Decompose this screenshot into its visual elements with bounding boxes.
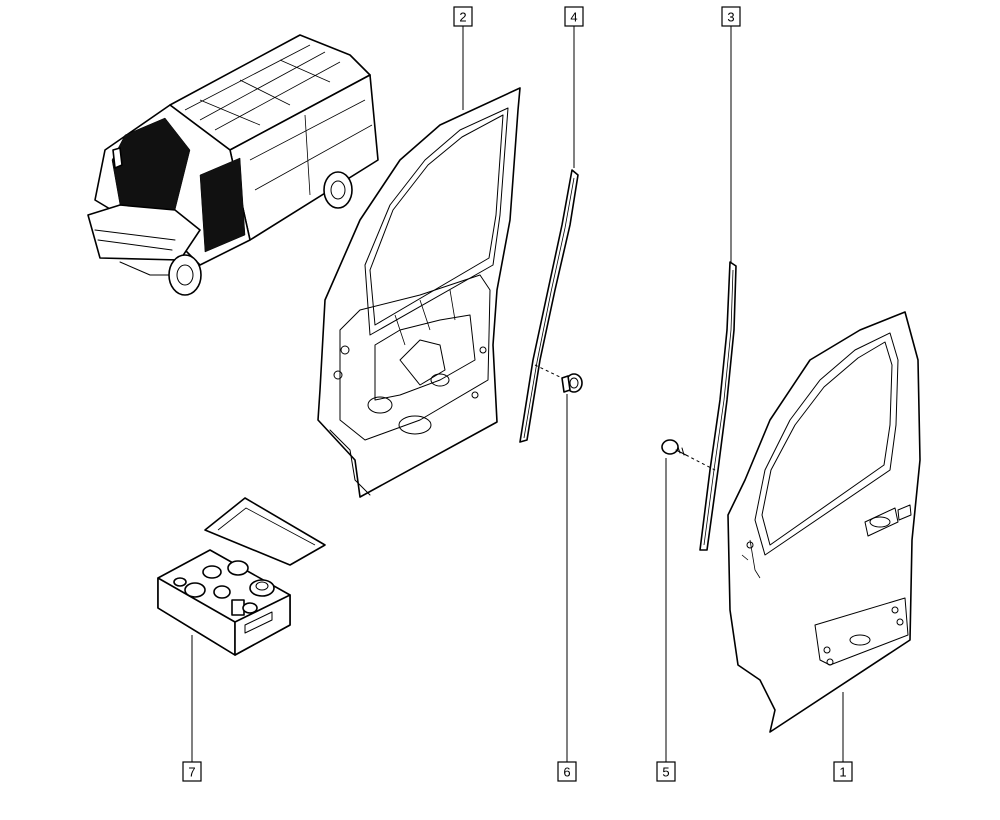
callout-2: 2 xyxy=(453,6,473,27)
outer-door-panel xyxy=(727,311,921,733)
callout-4: 4 xyxy=(564,6,584,27)
callout-4-label: 4 xyxy=(570,10,577,25)
callout-2-label: 2 xyxy=(459,10,466,25)
callout-6: 6 xyxy=(557,761,577,782)
window-seal-strip xyxy=(519,169,579,443)
callout-7: 7 xyxy=(182,761,202,782)
callout-3: 3 xyxy=(721,6,741,27)
door-inner-frame xyxy=(317,87,521,498)
callout-5-label: 5 xyxy=(662,765,669,780)
door-check-strip xyxy=(699,261,737,551)
callout-7-label: 7 xyxy=(188,765,195,780)
leader-lines xyxy=(191,26,844,762)
van-overview xyxy=(87,34,379,296)
callout-3-label: 3 xyxy=(727,10,734,25)
callout-6-label: 6 xyxy=(563,765,570,780)
parts-kit-box xyxy=(157,497,326,656)
callout-5: 5 xyxy=(656,761,676,782)
callout-1: 1 xyxy=(833,761,853,782)
fastener-clip xyxy=(534,364,583,393)
screw-fastener xyxy=(661,439,716,471)
callout-1-label: 1 xyxy=(839,765,846,780)
